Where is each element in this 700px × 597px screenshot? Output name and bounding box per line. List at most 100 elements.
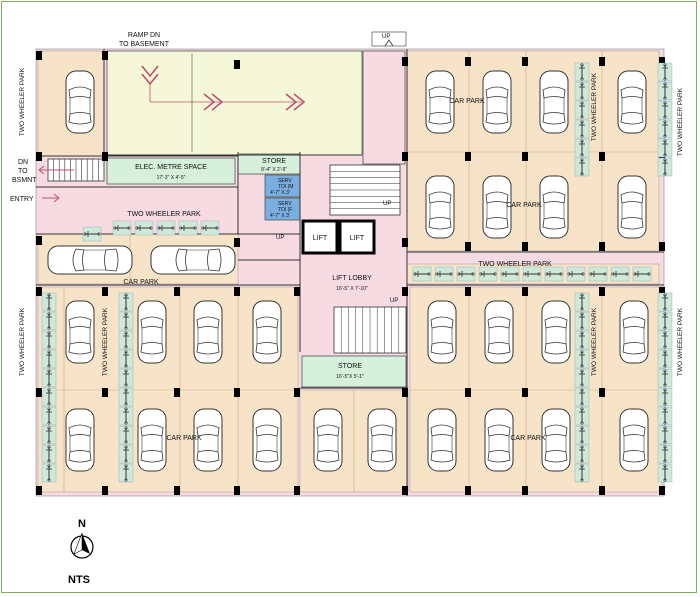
stair-mid (329, 164, 401, 216)
two-wheeler (657, 368, 673, 388)
parked-car (427, 408, 457, 472)
two-wheeler (574, 292, 590, 312)
structural-column (36, 287, 42, 296)
structural-column (659, 486, 665, 495)
two-wheeler (574, 406, 590, 426)
car-park-left-bottom: CAR PARK (166, 435, 202, 442)
parked-car (617, 175, 647, 239)
store-bottom-dims: 16'-5"X 5'-1" (336, 374, 364, 380)
two-wheeler (118, 311, 134, 331)
elec-metre-space (106, 157, 236, 185)
two-wheeler (574, 138, 590, 158)
two-wheeler (610, 266, 630, 282)
two-wheeler (456, 266, 476, 282)
two-wheeler (118, 406, 134, 426)
structural-column (522, 152, 528, 161)
two-wheeler (118, 425, 134, 445)
parked-car (65, 300, 95, 364)
parked-car (193, 300, 223, 364)
structural-column (234, 486, 240, 495)
up-label-stair: UP (383, 201, 391, 207)
ramp-label-line1: RAMP DN (128, 32, 160, 39)
parked-car (539, 175, 569, 239)
stair-lobby (333, 306, 407, 354)
structural-column (465, 388, 471, 397)
store-room-bottom (301, 355, 407, 388)
two-wheeler (118, 349, 134, 369)
two-wheeler (574, 157, 590, 177)
parked-car (427, 300, 457, 364)
two-wheeler (657, 425, 673, 445)
structural-column (465, 287, 471, 296)
two-wheeler (41, 387, 57, 407)
structural-column (599, 486, 605, 495)
structural-column (659, 57, 665, 66)
structural-column (102, 287, 108, 296)
two-wheeler (41, 311, 57, 331)
two-wheeler (41, 444, 57, 464)
two-wheeler (522, 266, 542, 282)
parked-car (252, 300, 282, 364)
two-wheeler (41, 463, 57, 483)
structural-column (36, 236, 42, 245)
structural-column (522, 242, 528, 251)
structural-column (402, 388, 408, 397)
structural-column (659, 242, 665, 251)
dn-label-line3: BSMNT (12, 177, 37, 184)
structural-column (599, 152, 605, 161)
two-wheeler (82, 226, 102, 242)
structural-column (36, 486, 42, 495)
structural-column (599, 388, 605, 397)
structural-column (294, 486, 300, 495)
structural-column (174, 486, 180, 495)
two-wheeler (112, 220, 132, 236)
two-wheeler (412, 266, 432, 282)
two-wheeler (544, 266, 564, 282)
structural-column (599, 287, 605, 296)
up-label-lobby: UP (390, 298, 398, 304)
car-park-right-bottom: CAR PARK (510, 435, 546, 442)
two-wheeler (156, 220, 176, 236)
two-wheeler (588, 266, 608, 282)
structural-column (402, 57, 408, 66)
stair-top-right (371, 31, 407, 47)
parking-floor-plan: RAMP DN TO BASEMENT DN TO BSMNT ENTRY EL… (10, 31, 684, 586)
two-wheeler (657, 406, 673, 426)
two-wheeler (574, 119, 590, 139)
two-wheeler (200, 220, 220, 236)
two-wheeler (574, 330, 590, 350)
store-bottom-title: STORE (338, 363, 362, 370)
two-wheeler (41, 368, 57, 388)
structural-column (522, 486, 528, 495)
structural-column (465, 486, 471, 495)
structural-column (599, 242, 605, 251)
two-wheeler (178, 220, 198, 236)
scale-label: NTS (68, 574, 90, 586)
north-label: N (78, 518, 86, 530)
two-wheeler (478, 266, 498, 282)
structural-column (659, 287, 665, 296)
store-top-dims: 9'-4" X 2'-9" (261, 167, 287, 173)
two-wheeler-park-right-bottom-a: TWO WHEELER PARK (591, 307, 598, 376)
car-park-right-mid: CAR PARK (506, 202, 542, 209)
two-wheeler (657, 444, 673, 464)
structural-column (234, 287, 240, 296)
two-wheeler (657, 81, 673, 101)
structural-column (36, 51, 42, 60)
lift-1-label: LIFT (313, 235, 328, 242)
structural-column (402, 238, 408, 247)
structural-column (174, 388, 180, 397)
structural-column (174, 287, 180, 296)
parked-car (539, 70, 569, 134)
lift-2 (338, 219, 376, 255)
two-wheeler (657, 157, 673, 177)
elec-metre-dims: 17'-3" X 4'-5" (157, 175, 186, 181)
structural-column (102, 388, 108, 397)
structural-column (465, 57, 471, 66)
parked-car (150, 245, 236, 275)
north-arrow-icon: N (70, 518, 94, 559)
entry-arrow (42, 193, 60, 203)
ramp-label-line2: TO BASEMENT (119, 41, 170, 48)
two-wheeler (574, 387, 590, 407)
